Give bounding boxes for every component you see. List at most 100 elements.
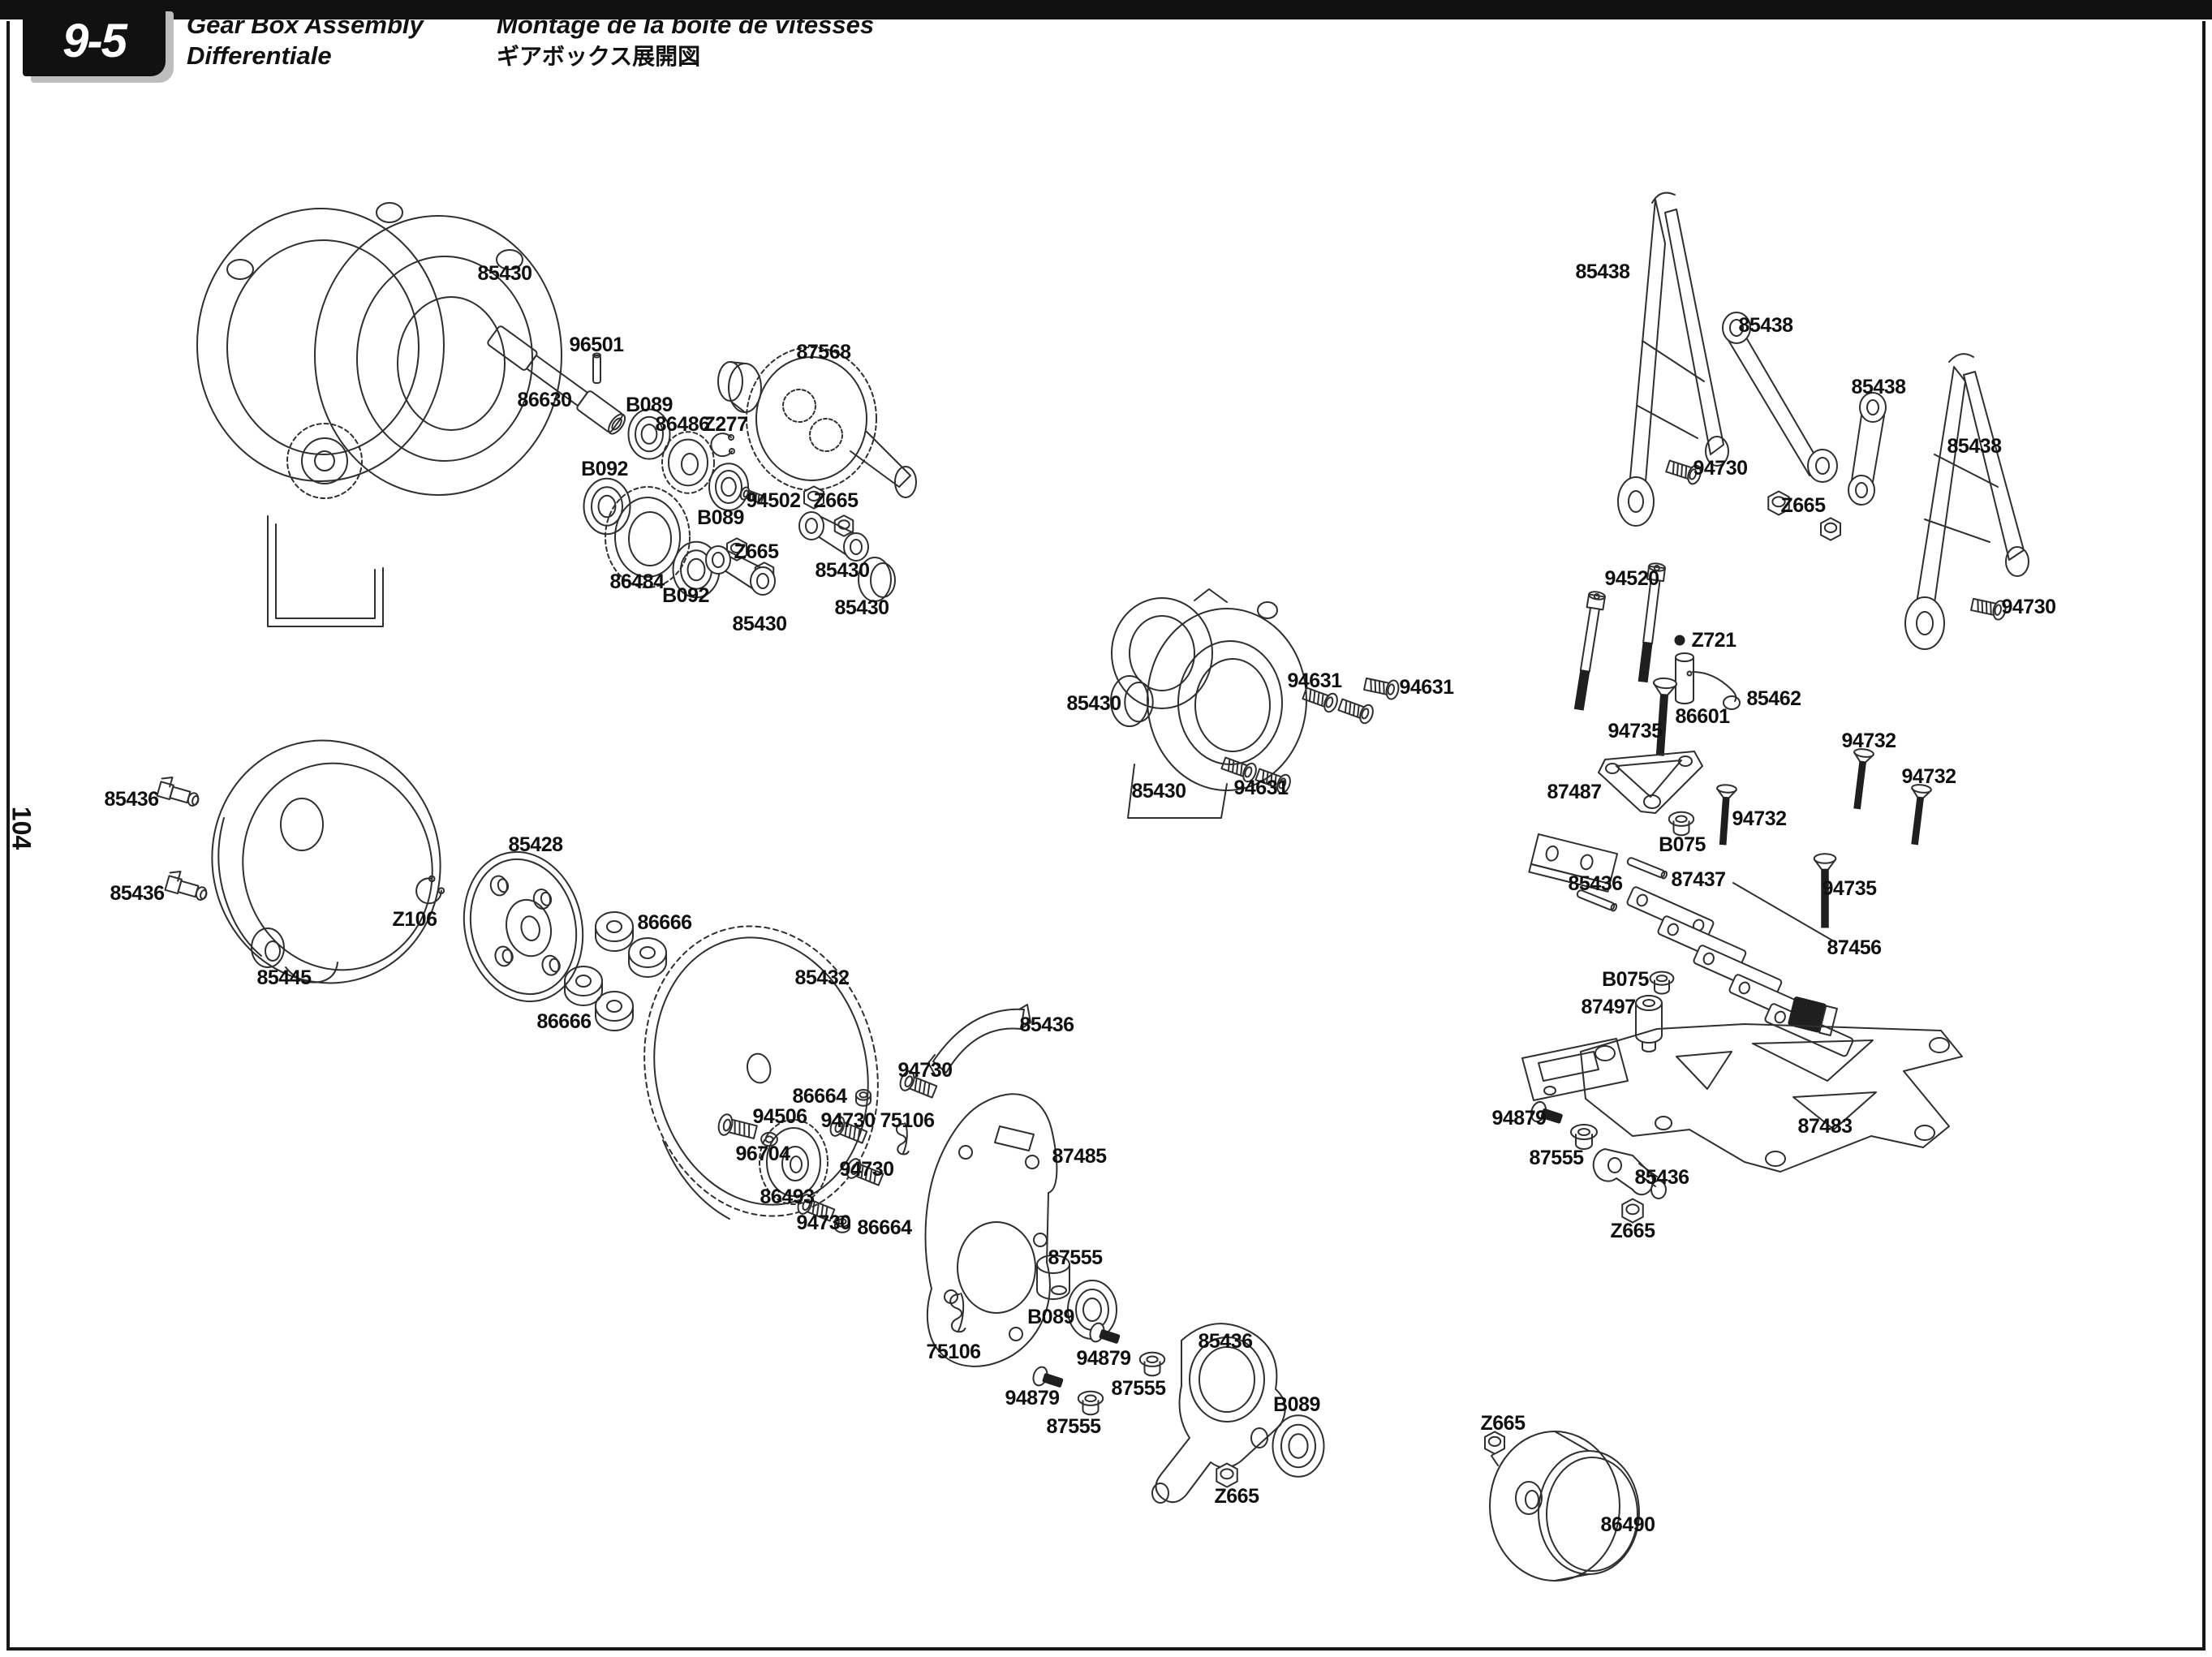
part-label-85436: 85436 [1198, 1330, 1252, 1353]
part-label-85438: 85438 [1575, 260, 1630, 283]
part-label-B075: B075 [1659, 833, 1706, 856]
part-label-86666: 86666 [536, 1010, 591, 1033]
part-label-94735: 94735 [1822, 877, 1877, 900]
part-label-85430: 85430 [732, 613, 786, 635]
part-label-94730: 94730 [820, 1109, 875, 1132]
part-label-85436: 85436 [1019, 1014, 1074, 1036]
part-label-86490: 86490 [1600, 1513, 1655, 1536]
part-label-94879: 94879 [1005, 1387, 1059, 1410]
part-label-87555: 87555 [1048, 1246, 1103, 1269]
header-bar [0, 0, 2212, 19]
part-label-94879: 94879 [1076, 1347, 1130, 1370]
brake-drum-86490 [1484, 1431, 1639, 1581]
slipper-plate-85428 [450, 840, 597, 1014]
rear-link-short [1848, 393, 1886, 505]
part-label-94730: 94730 [796, 1212, 850, 1234]
title-italian: Differentiale [187, 41, 332, 70]
part-label-94631: 94631 [1287, 669, 1342, 692]
part-label-85438: 85438 [1851, 376, 1906, 398]
part-label-94520: 94520 [1604, 567, 1659, 590]
wire-85462 [1693, 672, 1736, 701]
brace-hardware [1663, 456, 2008, 622]
part-label-86664: 86664 [857, 1216, 912, 1239]
center-hardware-group [716, 1005, 1031, 1333]
rear-brace-right [1905, 354, 2029, 649]
title-english: Gear Box Assembly [187, 11, 424, 39]
input-shaft-group [487, 325, 628, 437]
part-label-94730: 94730 [1693, 457, 1747, 480]
page-border [8, 21, 2204, 1649]
rear-hardware-group [1529, 562, 1933, 1057]
block-85436 [1529, 834, 1617, 892]
differential-group [718, 347, 916, 497]
part-label-B089: B089 [1273, 1393, 1320, 1416]
header-titles-right: Montage de la boîte de vitesses ギアボックス展開… [497, 10, 874, 73]
servo-saver-85436 [1594, 1149, 1666, 1199]
part-label-85445: 85445 [256, 966, 312, 989]
part-label-94730: 94730 [897, 1059, 952, 1082]
part-label-86486: 86486 [655, 413, 709, 436]
part-label-96501: 96501 [569, 334, 624, 356]
part-label-87555: 87555 [1529, 1147, 1584, 1169]
part-label-87555: 87555 [1111, 1377, 1166, 1400]
part-label-94879: 94879 [1491, 1107, 1546, 1130]
part-label-Z721: Z721 [1692, 629, 1737, 652]
part-label-85430: 85430 [1066, 692, 1121, 715]
linkage-group [705, 485, 1154, 728]
section-badge: 9-5 [23, 5, 166, 76]
part-label-94732: 94732 [1901, 765, 1956, 788]
part-label-94732: 94732 [1841, 730, 1896, 752]
part-label-75106: 75106 [926, 1341, 980, 1363]
part-label-86630: 86630 [517, 389, 571, 411]
part-label-75106: 75106 [880, 1109, 934, 1132]
part-label-85430: 85430 [834, 596, 889, 619]
part-label-87437: 87437 [1671, 868, 1725, 891]
spacer-87497 [1636, 996, 1662, 1052]
motor-plate-87485 [926, 1094, 1057, 1366]
gear-cover-85445 [187, 717, 466, 1008]
title-japanese: ギアボックス展開図 [497, 44, 701, 69]
part-label-94735: 94735 [1607, 720, 1663, 742]
part-label-94732: 94732 [1732, 807, 1786, 830]
gear-train-group [583, 408, 765, 599]
part-label-94730: 94730 [2001, 596, 2055, 618]
guard-85436 [933, 1009, 1024, 1073]
chassis-plate-group [1522, 1024, 1962, 1224]
part-label-87456: 87456 [1827, 936, 1881, 959]
part-label-Z277: Z277 [704, 413, 748, 436]
clutch-cover-group [156, 717, 667, 1031]
part-label-B089: B089 [1027, 1306, 1074, 1328]
shaft-pin [593, 354, 600, 384]
part-label-Z106: Z106 [393, 908, 437, 931]
part-label-85438: 85438 [1738, 314, 1793, 337]
part-label-85462: 85462 [1746, 687, 1801, 710]
rear-hub-group [1030, 1255, 1325, 1503]
part-label-85430: 85430 [1131, 780, 1186, 803]
rear-brace-left [1618, 193, 1728, 526]
part-label-Z665: Z665 [1611, 1220, 1656, 1242]
shim-stack-87456 [1657, 883, 1853, 1057]
part-label-87497: 87497 [1581, 996, 1635, 1018]
part-label-85430: 85430 [815, 559, 869, 582]
section-number: 9-5 [62, 14, 127, 67]
part-label-Z665: Z665 [1481, 1412, 1526, 1435]
part-label-Z665: Z665 [814, 489, 859, 512]
rear-link-long [1723, 312, 1837, 482]
gearbox-housing-left [197, 203, 562, 626]
part-label-86601: 86601 [1675, 705, 1730, 728]
spur-gear-85432 [618, 904, 905, 1237]
part-label-96704: 96704 [735, 1143, 790, 1165]
part-label-86484: 86484 [609, 570, 665, 593]
part-label-85430: 85430 [477, 262, 531, 285]
pinion-86493 [760, 1120, 828, 1204]
part-label-B089: B089 [697, 506, 744, 529]
part-label-B089: B089 [626, 394, 673, 416]
plate-87487 [1599, 751, 1702, 813]
hub-carrier-85436 [1152, 1323, 1285, 1503]
header-titles-left: Gear Box Assembly Differentiale [187, 10, 424, 71]
part-label-86493: 86493 [760, 1186, 814, 1208]
part-label-86664: 86664 [792, 1085, 847, 1108]
part-label-B092: B092 [581, 458, 628, 480]
